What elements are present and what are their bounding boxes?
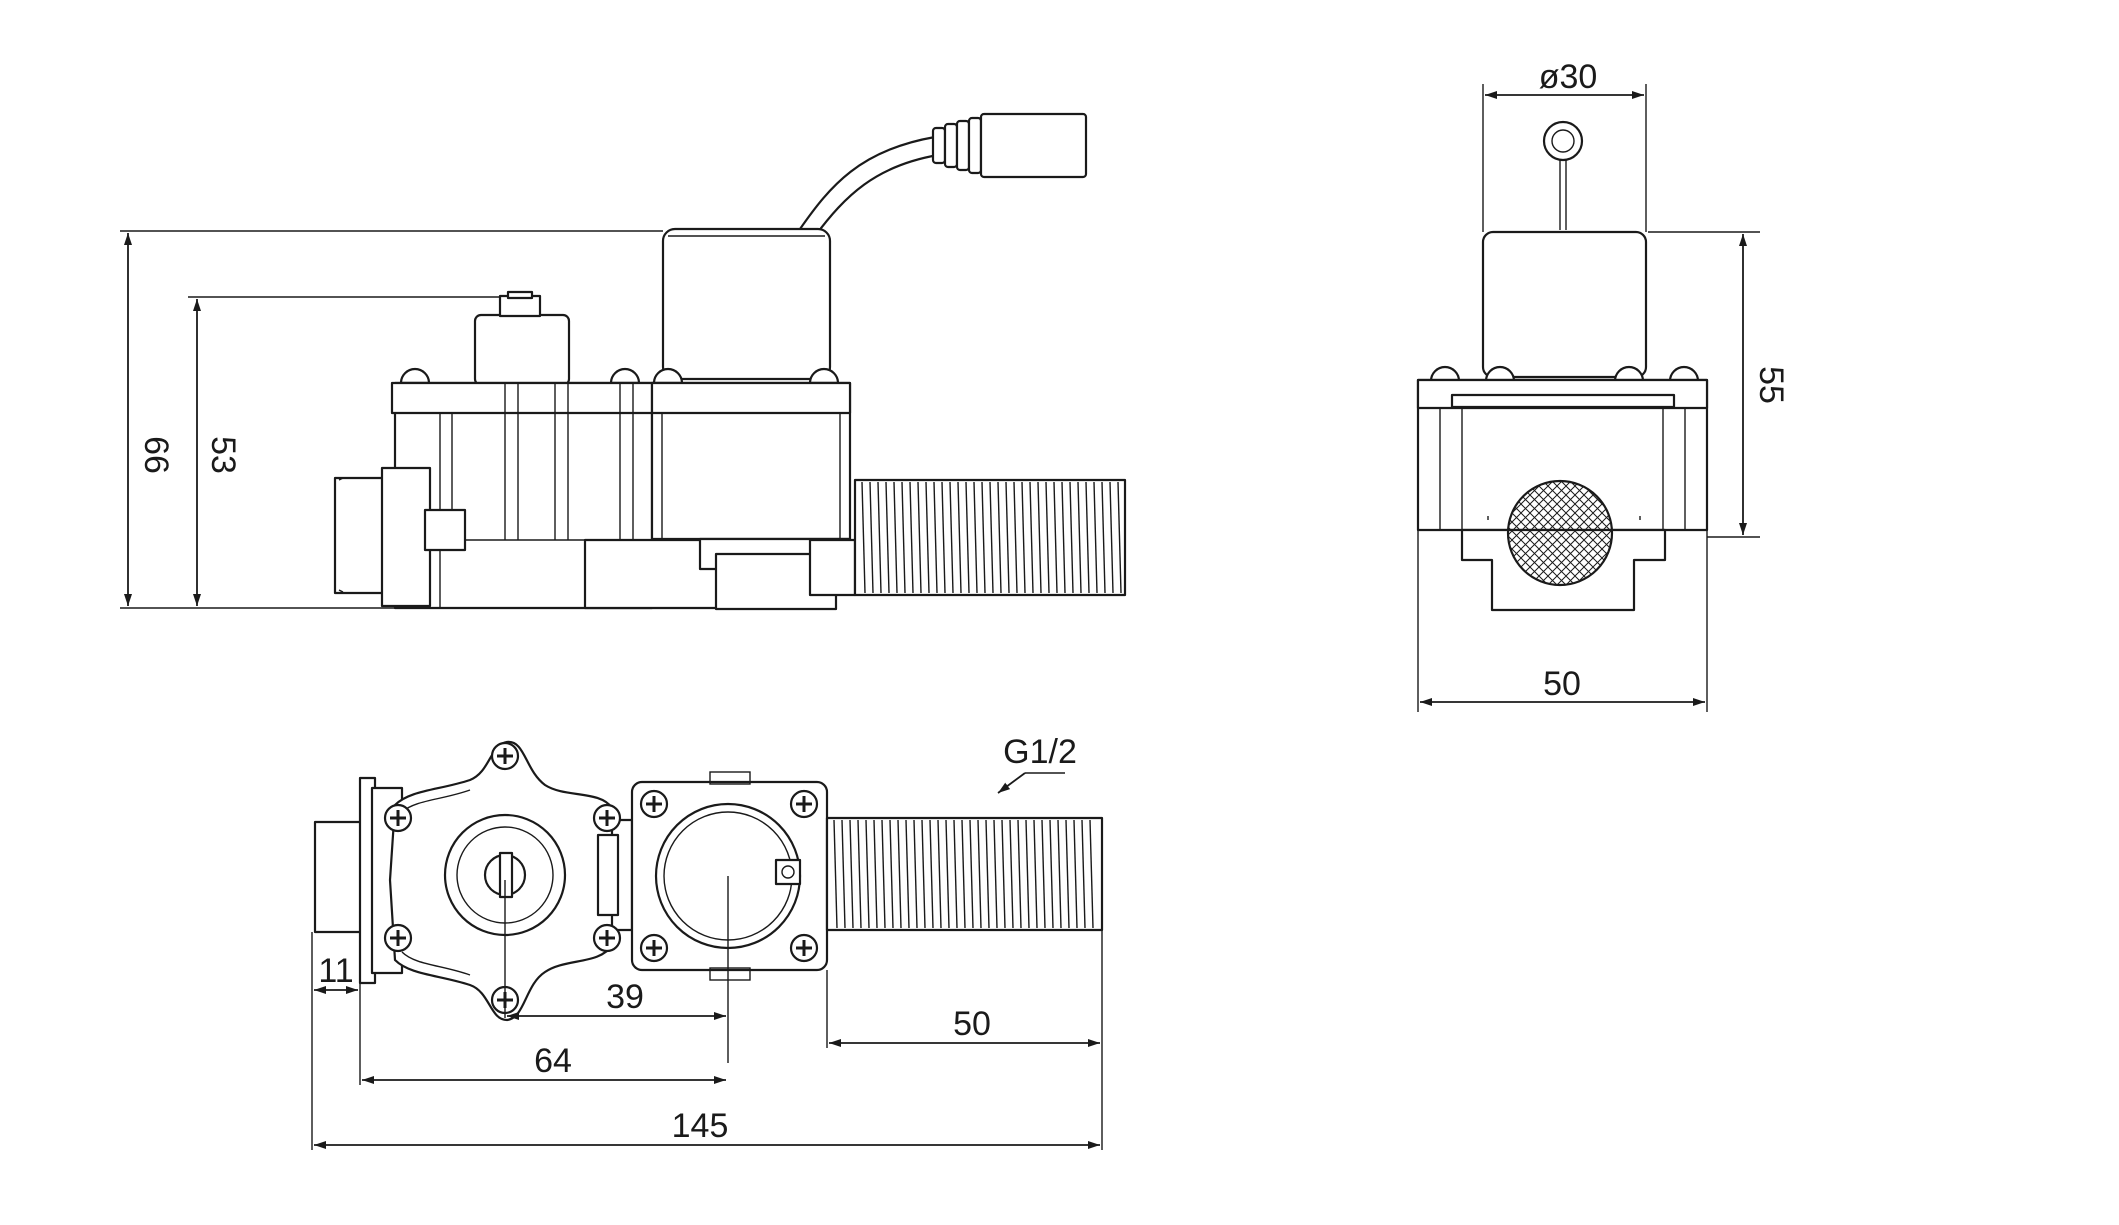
thread-ridge (1041, 819, 1046, 929)
thread-ridge (1093, 481, 1098, 594)
thread-ridge (981, 481, 986, 594)
thread-ridge (913, 819, 918, 929)
side-view: 66 53 (120, 112, 1127, 611)
screw-icon (639, 789, 669, 819)
dim-top-inlet-length: 11 (318, 952, 353, 990)
thread-ridge (933, 481, 938, 594)
thread-ridge (869, 481, 874, 594)
thread-ridge (1017, 819, 1022, 929)
thread-ridge (1001, 819, 1006, 929)
screw-icon (592, 923, 622, 953)
thread-ridge (925, 481, 930, 594)
thread-ridge (1029, 481, 1034, 594)
thread-ridge (905, 819, 910, 929)
thread-ridge (893, 481, 898, 594)
thread-ridge (1109, 481, 1114, 594)
thread-ridge (985, 819, 990, 929)
thread-ridge (1117, 481, 1122, 594)
thread-ridge (945, 819, 950, 929)
thread-ridge (1009, 819, 1014, 929)
thread-ridge (973, 481, 978, 594)
thread-ridge (1065, 819, 1070, 929)
solenoid-coil (661, 227, 832, 381)
screw-icon (383, 803, 413, 833)
dim-end-width: 50 (1543, 665, 1581, 703)
end-view: ø30 55 50 (1416, 58, 1790, 712)
thread-ridge (1045, 481, 1050, 594)
end-coil (1481, 230, 1648, 379)
thread-ridge (937, 819, 942, 929)
thread-ridge (1057, 819, 1062, 929)
dim-top-total-length: 145 (672, 1107, 729, 1145)
thread-ridge (1021, 481, 1026, 594)
thread-ridge (1025, 819, 1030, 929)
thread-ridge (1069, 481, 1074, 594)
thread-ridge (949, 481, 954, 594)
screw-icon (383, 923, 413, 953)
thread-ridge (1089, 819, 1094, 929)
thread-ridge (941, 481, 946, 594)
strainer-mesh (1487, 479, 1641, 587)
dim-top-inlet-to-center: 64 (534, 1042, 572, 1080)
thread-ridge (873, 819, 878, 929)
thread-ridge (885, 481, 890, 594)
top-outlet-thread-lines (833, 819, 1094, 929)
top-view: 11 39 64 50 145 G1/2 (311, 733, 1104, 1150)
thread-ridge (993, 819, 998, 929)
thread-ridge (889, 819, 894, 929)
thread-ridge (989, 481, 994, 594)
top-screws (383, 741, 819, 1015)
thread-ridge (929, 819, 934, 929)
thread-ridge (849, 819, 854, 929)
thread-ridge (965, 481, 970, 594)
thread-ridge (1005, 481, 1010, 594)
thread-ridge (961, 819, 966, 929)
thread-ridge (917, 481, 922, 594)
thread-ridge (921, 819, 926, 929)
thread-ridge (957, 481, 962, 594)
screw-icon (490, 741, 520, 771)
side-inlet-thread (333, 466, 467, 608)
thread-ridge (897, 819, 902, 929)
dim-side-total-height: 66 (137, 436, 175, 474)
dim-end-height: 55 (1752, 366, 1790, 404)
thread-ridge (877, 481, 882, 594)
thread-callout-label: G1/2 (1003, 733, 1077, 771)
thread-ridge (1085, 481, 1090, 594)
dim-top-center-to-center: 39 (606, 978, 644, 1016)
thread-ridge (1013, 481, 1018, 594)
thread-ridge (1037, 481, 1042, 594)
screw-icon (789, 789, 819, 819)
thread-ridge (1033, 819, 1038, 929)
screw-icon (789, 933, 819, 963)
dim-end-coil-diameter: ø30 (1539, 58, 1598, 96)
thread-ridge (881, 819, 886, 929)
thread-ridge (857, 819, 862, 929)
thread-ridge (861, 481, 866, 594)
cable-connector (931, 112, 1088, 179)
thread-ridge (953, 819, 958, 929)
thread-ridge (1073, 819, 1078, 929)
thread-ridge (1081, 819, 1086, 929)
thread-ridge (1061, 481, 1066, 594)
thread-ridge (1049, 819, 1054, 929)
thread-ridge (969, 819, 974, 929)
screw-icon (592, 803, 622, 833)
thread-ridge (1077, 481, 1082, 594)
dim-top-outlet-length: 50 (953, 1005, 991, 1043)
thread-ridge (901, 481, 906, 594)
thread-ridge (833, 819, 838, 929)
thread-ridge (909, 481, 914, 594)
side-outlet-thread-lines (861, 481, 1122, 594)
thread-ridge (865, 819, 870, 929)
dim-side-body-height: 53 (204, 436, 242, 474)
thread-ridge (977, 819, 982, 929)
thread-ridge (1053, 481, 1058, 594)
screw-icon (639, 933, 669, 963)
thread-ridge (841, 819, 846, 929)
thread-ridge (1101, 481, 1106, 594)
thread-ridge (997, 481, 1002, 594)
